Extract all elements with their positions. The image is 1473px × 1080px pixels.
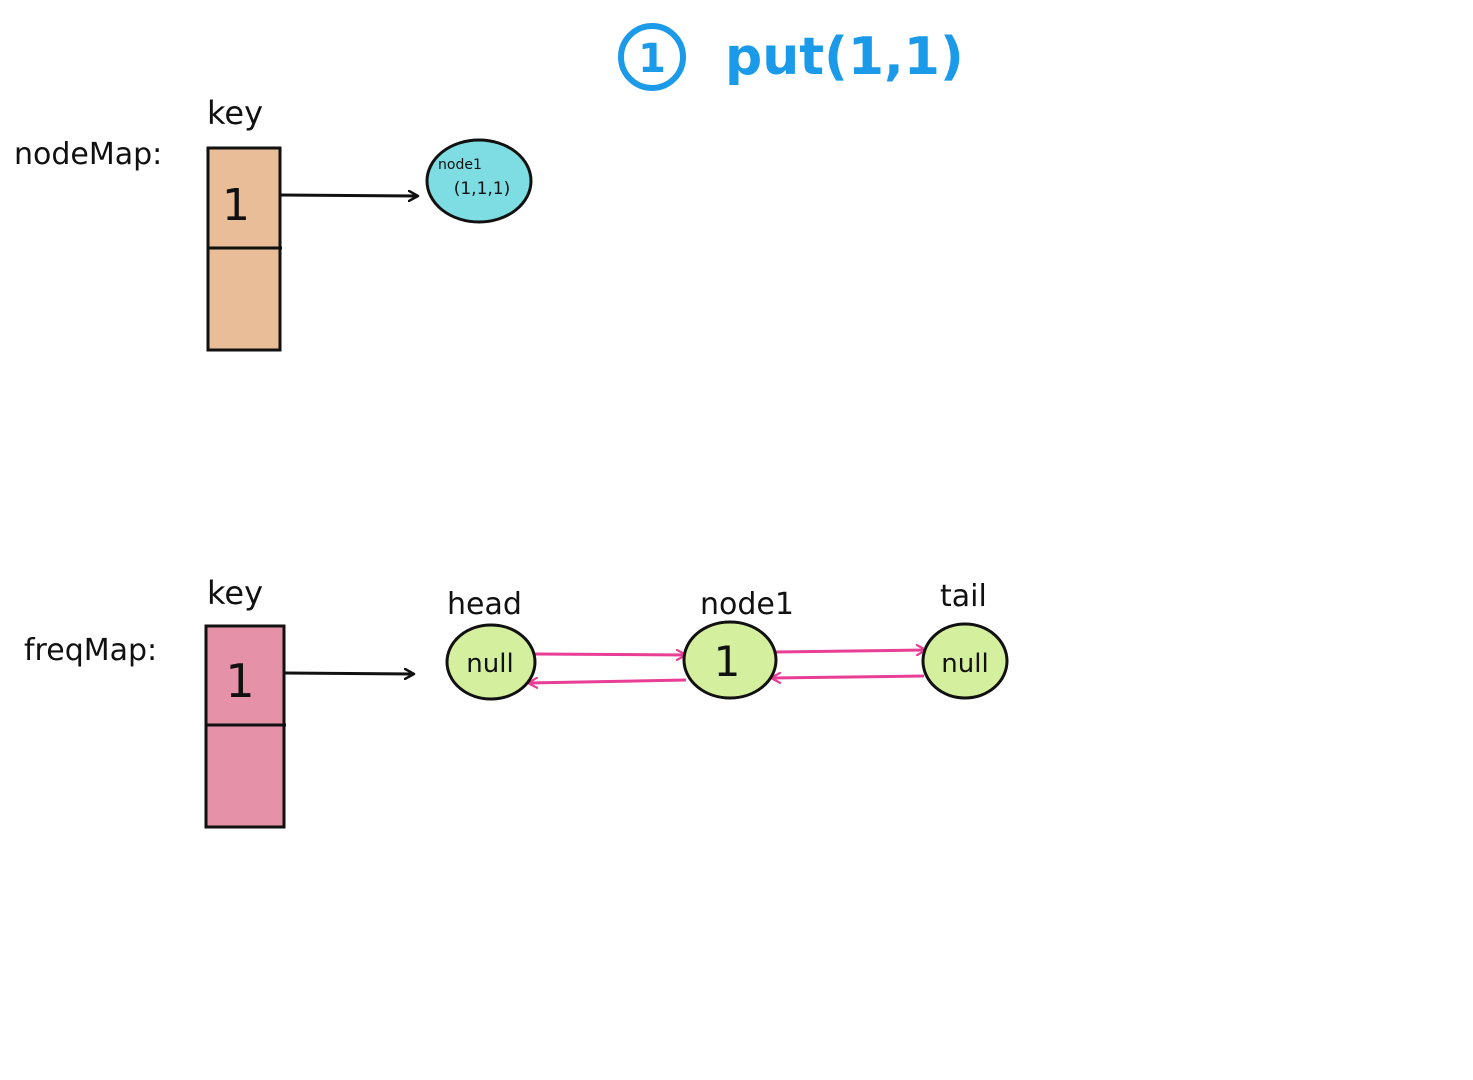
step-number: 1 [638,36,666,82]
list-node-node1: node1 1 [682,587,794,700]
link-head-to-node1 [533,654,686,655]
node1-list-label: node1 [700,587,794,622]
node-map: nodeMap: key 1 node1 (1,1,1) [14,94,533,352]
step-operation: put(1,1) [725,27,964,87]
node-map-key-header: key [207,94,263,132]
node-map-label: nodeMap: [14,137,162,172]
freq-map-pointer-arrow [283,673,414,674]
freq-map-key-header: key [207,574,263,612]
freq-map-key-cell: 1 [225,654,254,708]
link-node1-to-tail [775,650,926,652]
node1-ellipse [425,138,533,224]
list-node-tail: tail null [921,579,1009,700]
step-title: 1 put(1,1) [618,23,964,91]
node1-list-ellipse [682,620,778,700]
list-node-head: head null [445,587,537,701]
head-value: null [466,649,513,679]
step-number-circle [618,23,686,91]
node-map-key-cell: 1 [222,180,250,231]
node1-value: (1,1,1) [454,179,511,199]
tail-ellipse [921,622,1009,700]
tail-value: null [941,649,988,679]
freq-map: freqMap: key 1 head null node1 1 tail nu… [24,574,1009,829]
head-label: head [447,587,522,622]
head-ellipse [445,623,537,701]
tail-label: tail [940,579,987,614]
node1-name: node1 [438,157,482,173]
node-map-pointer-arrow [279,195,418,196]
freq-map-label: freqMap: [24,633,157,668]
link-node1-to-head [528,680,687,683]
node1-list-value: 1 [714,637,741,686]
link-tail-to-node1 [771,676,925,678]
